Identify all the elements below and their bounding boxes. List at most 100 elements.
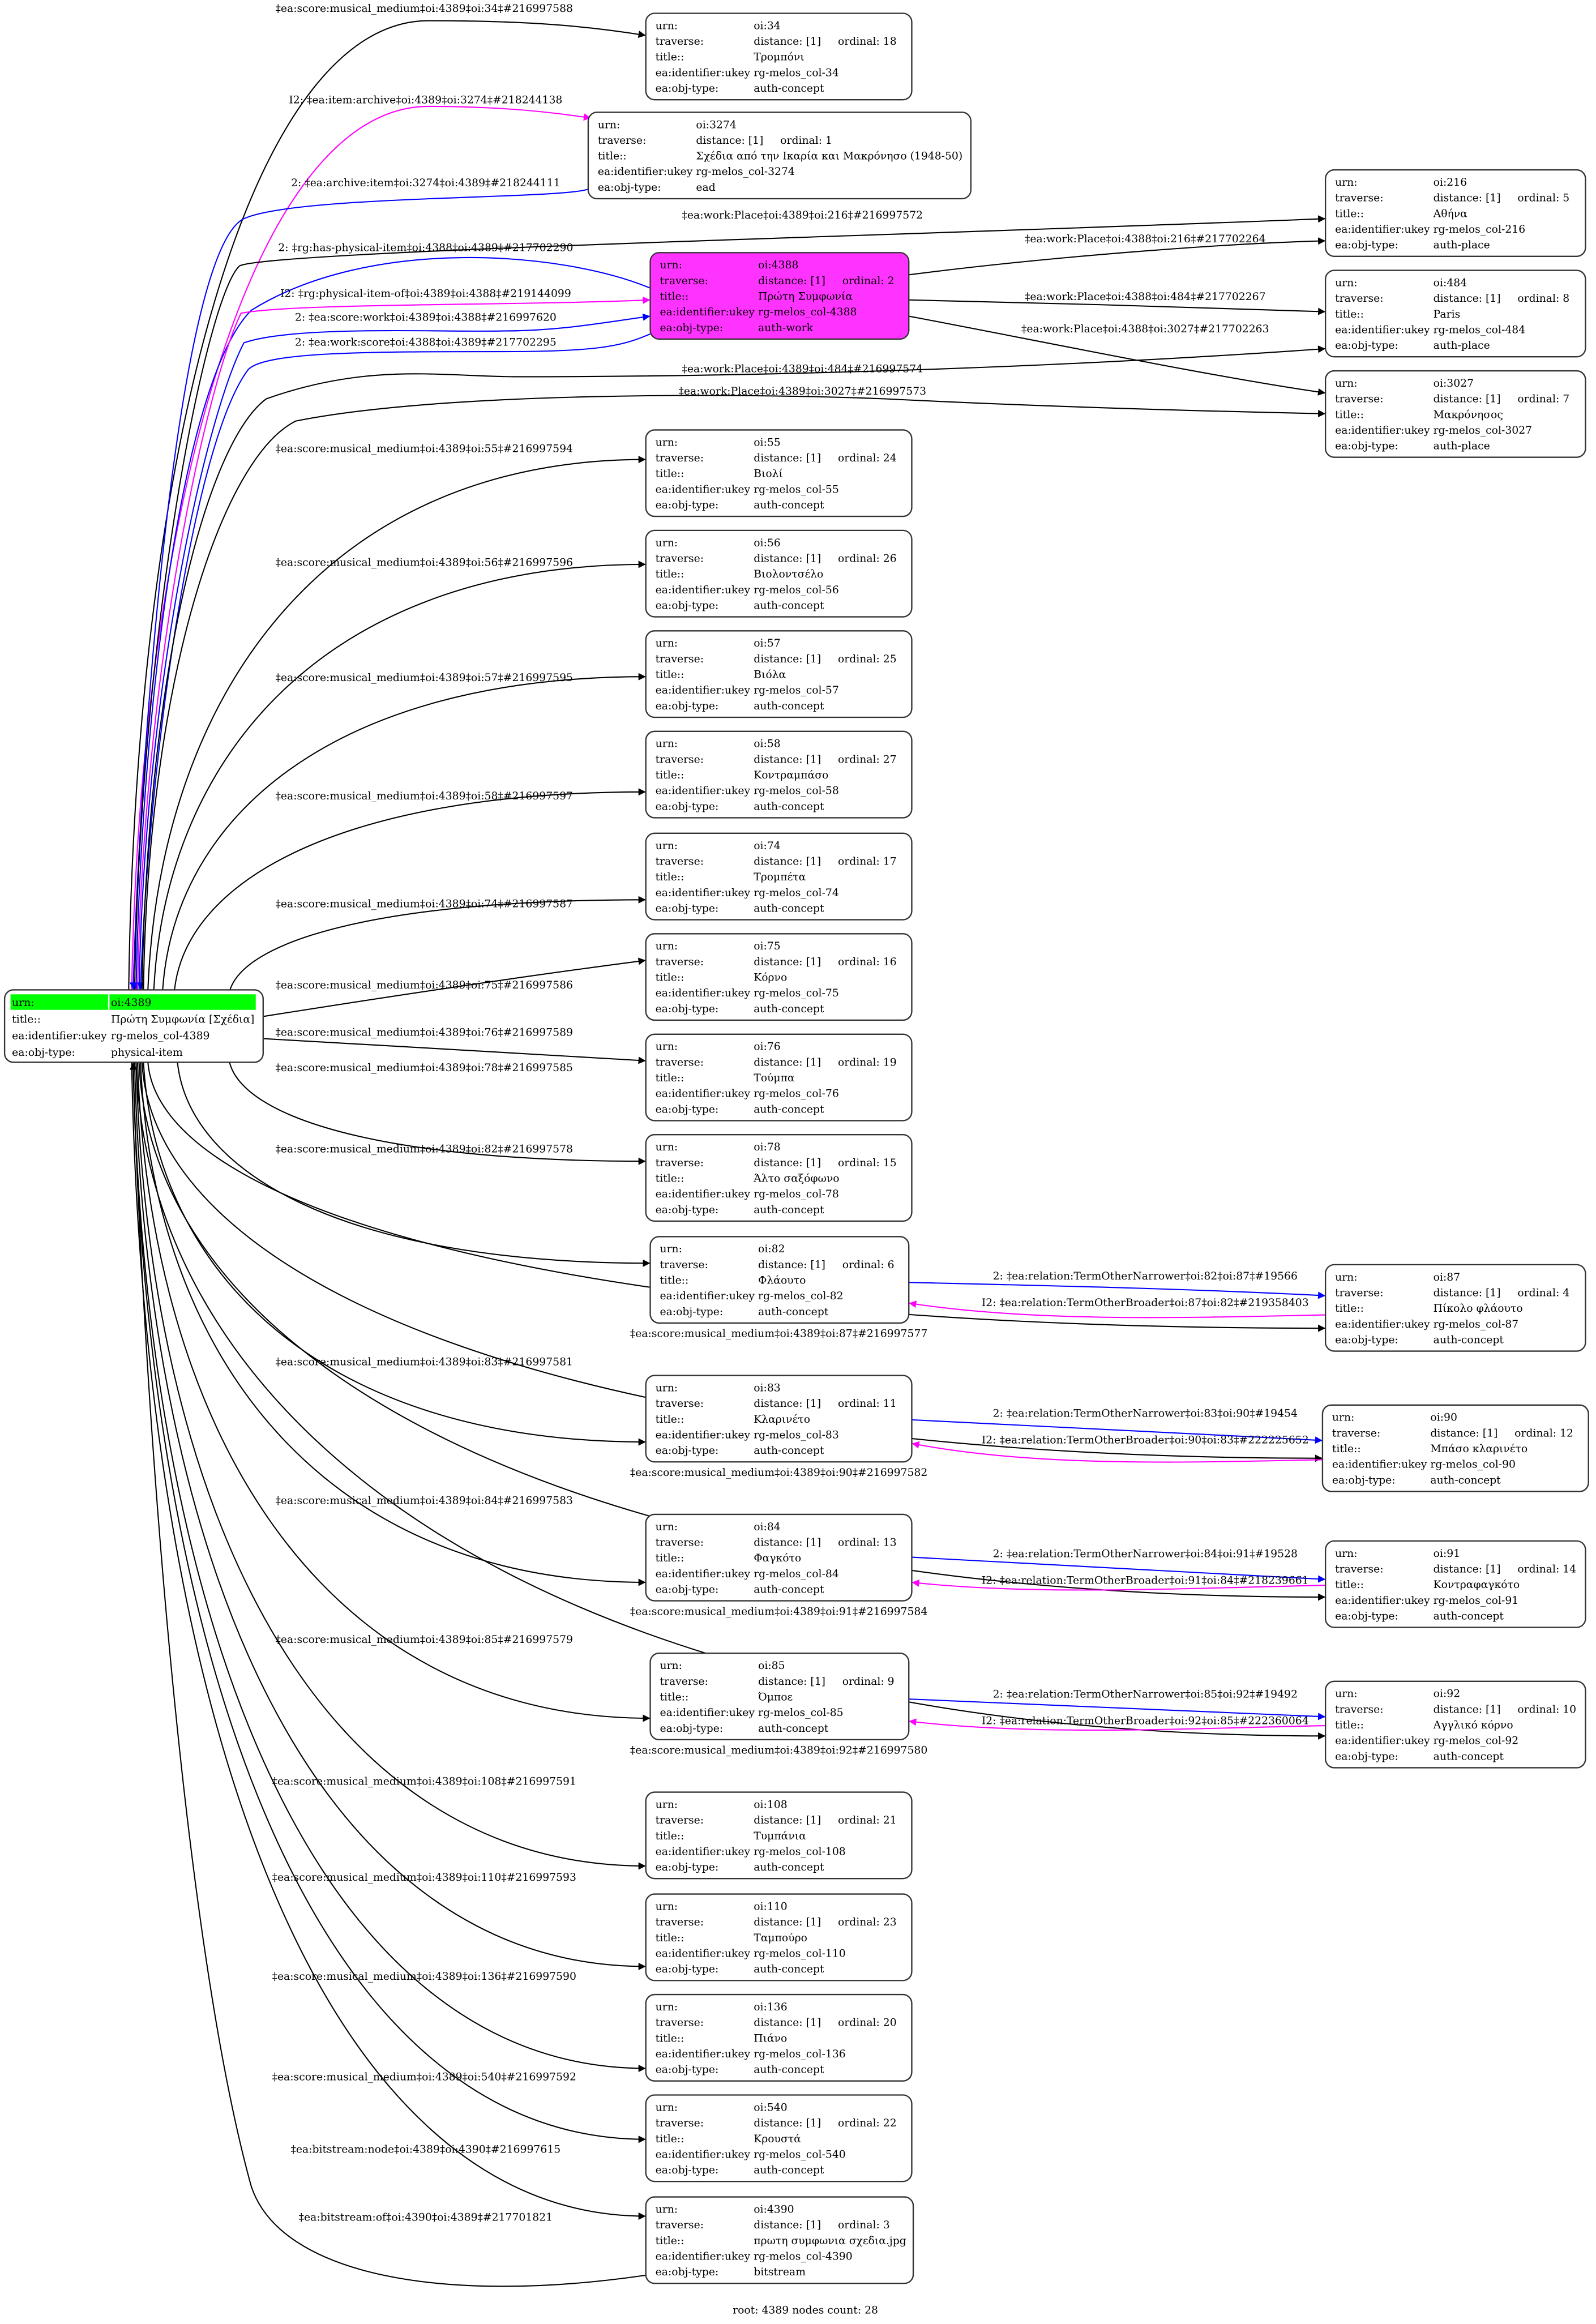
edge-4389-to-484[interactable] xyxy=(141,345,1326,990)
field-label-obj-type: ea:obj-type: xyxy=(598,182,661,194)
edge-3274-to-4389[interactable] xyxy=(130,189,589,990)
edge-4389-to-34[interactable] xyxy=(128,20,646,990)
edge-84-to-91[interactable] xyxy=(912,1556,1326,1583)
field-label-title: title:: xyxy=(656,52,684,63)
edge-4389-to-87[interactable] xyxy=(147,1062,1326,1332)
node-obj-type: auth-concept xyxy=(758,1306,829,1318)
edge-4389-to-3027[interactable] xyxy=(143,395,1326,990)
edge-4389-to-55[interactable] xyxy=(147,456,646,990)
node-title: Τρομπέτα xyxy=(754,871,806,883)
edge-4389-to-540[interactable] xyxy=(132,1062,646,2143)
edge-4389-to-110[interactable] xyxy=(134,1062,646,1970)
edge-4388-to-216[interactable] xyxy=(909,237,1326,276)
node-title: Κοντραμπάσο xyxy=(754,769,828,781)
node-urn: oi:56 xyxy=(754,537,781,549)
edge-4389-to-57[interactable] xyxy=(162,673,646,990)
edge-4388-to-484[interactable] xyxy=(909,299,1326,315)
edge-4389-to-91[interactable] xyxy=(138,1062,1326,1601)
field-label-ukey: ea:identifier:ukey xyxy=(1335,1595,1430,1607)
field-label-title: title:: xyxy=(1335,1719,1364,1731)
edge-4388-to-4389[interactable] xyxy=(137,333,651,990)
edge-91-to-84[interactable] xyxy=(912,1579,1326,1591)
edge-4389-to-92[interactable] xyxy=(135,1062,1326,1740)
edge-4389-to-136[interactable] xyxy=(132,1062,646,2073)
edge-4389-to-74[interactable] xyxy=(228,896,646,993)
node-box xyxy=(645,1375,913,1463)
root-obj-type: physical-item xyxy=(111,1047,183,1059)
edge-4390-to-4389[interactable] xyxy=(129,1062,646,2287)
field-label-ukey: ea:identifier:ukey xyxy=(12,1030,107,1042)
edge-87-to-82[interactable] xyxy=(909,1300,1326,1319)
edge-90-to-83[interactable] xyxy=(912,1441,1323,1463)
edge-92-to-85[interactable] xyxy=(909,1718,1326,1731)
edge-4389-to-4390[interactable] xyxy=(131,1062,646,2220)
edge-4389-to-4388[interactable] xyxy=(138,313,651,990)
edge-4389-to-3274[interactable] xyxy=(131,105,592,990)
edge-83-to-90[interactable] xyxy=(912,1419,1323,1444)
edge-4388-to-3027[interactable] xyxy=(909,315,1326,396)
edge-4389-to-76[interactable] xyxy=(263,1038,646,1064)
edge-label: ‡ea:score:musical_medium‡oi:4389‡oi:108‡… xyxy=(272,1775,576,1787)
field-label-title: title:: xyxy=(656,1072,684,1084)
field-label-title: title:: xyxy=(656,669,684,681)
edge-4389-to-56[interactable] xyxy=(153,560,646,990)
field-label-ukey: ea:identifier:ukey xyxy=(1332,1459,1427,1471)
edge-82-to-87[interactable] xyxy=(909,1282,1326,1299)
edge-4389-to-84[interactable] xyxy=(140,1062,646,1586)
node-box xyxy=(645,1791,913,1880)
field-label-title: title:: xyxy=(1335,208,1364,220)
edge-4389-to-85[interactable] xyxy=(136,1062,651,1722)
edge-4389-to-216[interactable] xyxy=(134,215,1326,990)
node-ukey: rg-melos_col-84 xyxy=(754,1568,839,1580)
edge-label: I2: ‡ea:relation:TermOtherBroader‡oi:92‡… xyxy=(982,1715,1309,1727)
edge-4389-to-90[interactable] xyxy=(141,1062,1323,1462)
node-ordinal: ordinal: 18 xyxy=(838,36,897,48)
edge-4389-to-108[interactable] xyxy=(135,1062,646,1870)
node-urn: oi:34 xyxy=(754,20,781,32)
edge-label: 2: ‡ea:work:score‡oi:4388‡oi:4389‡#21770… xyxy=(295,337,557,349)
edge-4389-to-82[interactable] xyxy=(177,1062,651,1267)
node-ordinal: ordinal: 21 xyxy=(838,1814,897,1826)
node-distance: distance: [1] xyxy=(758,275,825,287)
edge-85-to-92[interactable] xyxy=(909,1698,1326,1720)
node-ordinal: ordinal: 26 xyxy=(838,553,897,564)
node-title: Αγγλικό κόρνο xyxy=(1433,1719,1513,1731)
edge-4389-to-83[interactable] xyxy=(143,1062,646,1446)
edge-4389-to-78[interactable] xyxy=(228,1060,646,1165)
node-urn: oi:92 xyxy=(1434,1688,1461,1700)
edge-label: ‡ea:score:musical_medium‡oi:4389‡oi:55‡#… xyxy=(276,443,573,455)
edge-4389-to-75[interactable] xyxy=(263,957,646,1017)
edge-4388-to-4389[interactable] xyxy=(132,257,651,990)
edge-4389-to-4388[interactable] xyxy=(136,296,651,990)
edge-4389-to-58[interactable] xyxy=(174,788,646,990)
field-label-traverse: traverse: xyxy=(656,653,704,665)
